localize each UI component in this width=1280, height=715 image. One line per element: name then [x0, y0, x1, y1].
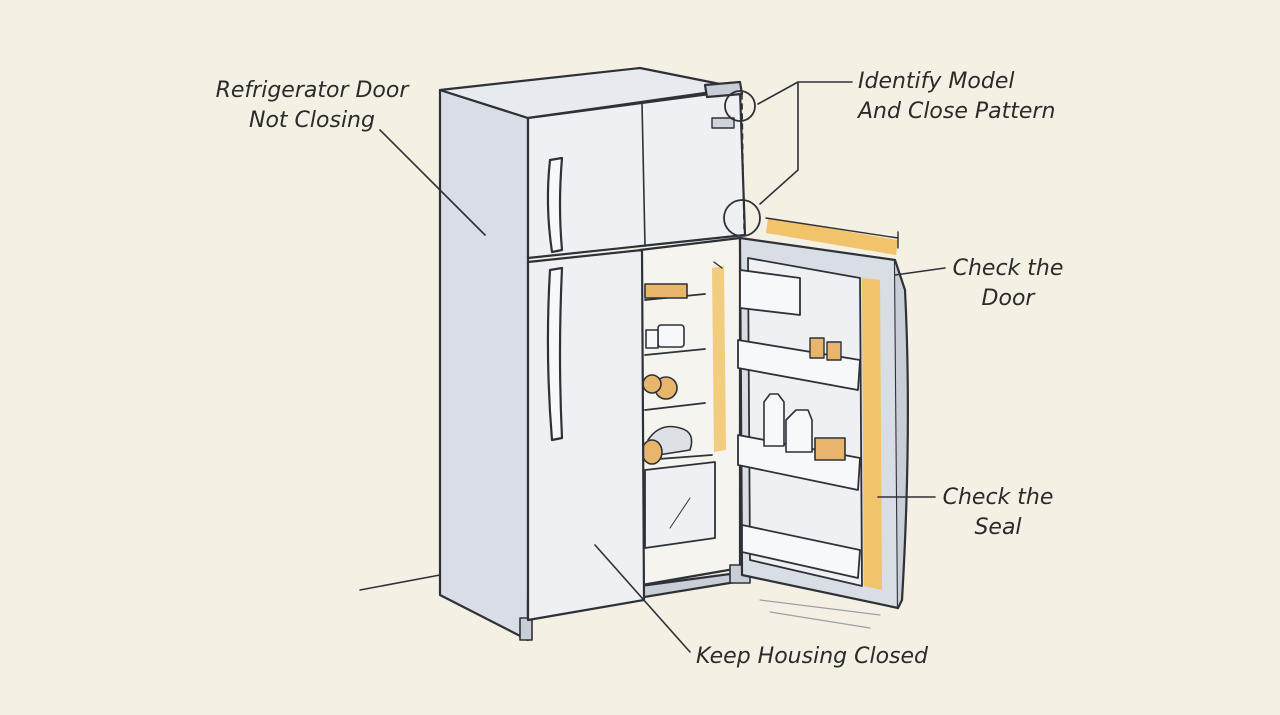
- fresh-food-door-left: [526, 248, 646, 622]
- food-apple-2: [642, 374, 662, 394]
- door-jar-2: [826, 341, 842, 361]
- milk-carton: [785, 409, 813, 453]
- door-top-seal-highlight: [766, 218, 898, 255]
- leader-door-not-closing: [379, 129, 486, 236]
- callout-keep-housing: Keep Housing Closed: [696, 642, 956, 672]
- callout-identify-model: Identify Model And Close Pattern: [858, 67, 1078, 127]
- callout-check-door: Check the Door: [948, 254, 1068, 314]
- callout-check-seal-line1: Check the: [942, 485, 1054, 510]
- interior-arrow: [713, 261, 723, 269]
- hinge-circle-marker-bottom: [723, 199, 761, 237]
- callout-check-seal-line2: Seal: [974, 515, 1022, 540]
- butter-compartment: [739, 269, 801, 316]
- leader-identify-model-1: [757, 81, 853, 105]
- door-top-seal-outline: [765, 217, 899, 239]
- callout-check-door-line2: Door: [981, 286, 1035, 311]
- shelf-2: [644, 348, 706, 356]
- freezer-door-split: [641, 102, 646, 247]
- callout-identify-model-line2: And Close Pattern: [858, 99, 1056, 124]
- door-box: [814, 437, 846, 461]
- food-eggs: [644, 283, 688, 299]
- milk-bottle: [763, 393, 785, 447]
- crisper-glare: [669, 497, 691, 529]
- freezer-badge: [711, 117, 735, 129]
- callout-check-seal: Check the Seal: [938, 483, 1058, 543]
- callout-keep-housing-line1: Keep Housing Closed: [696, 644, 928, 669]
- food-container: [657, 324, 685, 348]
- leader-check-door: [894, 267, 946, 276]
- fridge-side-panel: [438, 88, 530, 642]
- floor-line-left: [359, 574, 441, 591]
- open-door-edge: [893, 258, 909, 610]
- hinge-circle-marker-top: [724, 90, 756, 122]
- callout-door-not-closing-line2: Not Closing: [249, 108, 375, 133]
- leader-keep-housing: [594, 544, 691, 653]
- callout-door-not-closing-line1: Refrigerator Door: [215, 78, 409, 103]
- shelf-3: [644, 402, 706, 411]
- callout-door-not-closing: Refrigerator Door Not Closing: [212, 76, 412, 136]
- top-hinge: [703, 80, 744, 99]
- fresh-food-handle: [546, 266, 564, 442]
- door-jar-1: [809, 337, 825, 359]
- food-bread: [641, 439, 663, 465]
- foot-left: [519, 617, 533, 641]
- freezer-handle: [546, 156, 564, 254]
- callout-identify-model-line1: Identify Model: [858, 69, 1015, 94]
- food-jar: [645, 329, 659, 349]
- interior-seal-highlight: [712, 266, 726, 452]
- crisper-drawer: [644, 461, 716, 549]
- callout-check-door-line1: Check the: [952, 256, 1064, 281]
- leader-identify-model-2: [759, 81, 799, 205]
- door-seal-highlight: [862, 278, 882, 590]
- door-bin-3: [741, 524, 861, 579]
- floor-line-right: [759, 599, 881, 629]
- hinge-dashed-line: [741, 93, 745, 233]
